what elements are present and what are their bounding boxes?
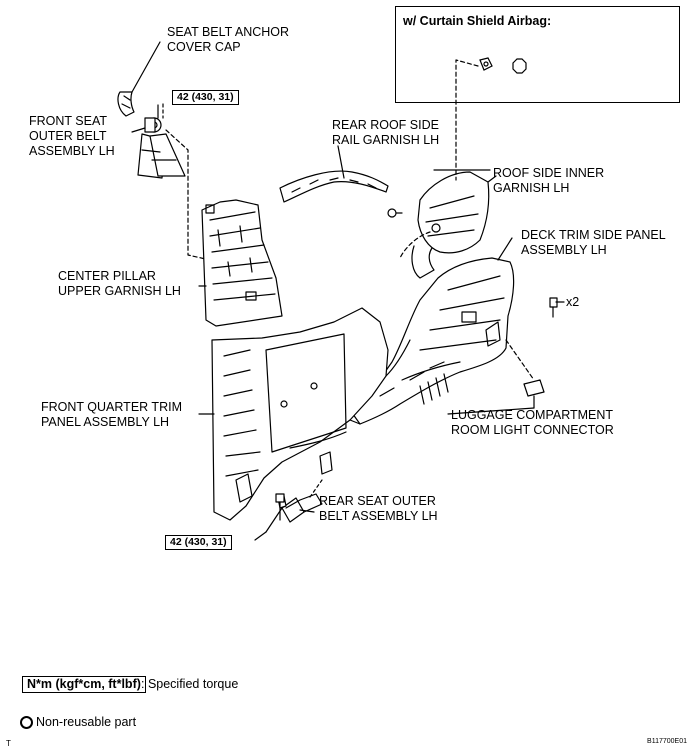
label-rear-roof-side-rail-garnish: REAR ROOF SIDE RAIL GARNISH LH — [332, 118, 440, 147]
inset-title: w/ Curtain Shield Airbag: — [403, 14, 552, 28]
bolt-part — [275, 493, 285, 521]
label-center-pillar-upper-garnish: CENTER PILLAR UPPER GARNISH LH — [58, 269, 181, 298]
label-roof-side-inner-garnish: ROOF SIDE INNER GARNISH LH — [493, 166, 605, 195]
label-seat-belt-anchor-cover-cap: SEAT BELT ANCHOR COVER CAP — [167, 25, 290, 54]
front-quarter-trim-panel-part — [211, 307, 411, 521]
clip-part — [387, 208, 403, 218]
label-front-seat-outer-belt: FRONT SEAT OUTER BELT ASSEMBLY LH — [29, 114, 115, 158]
luggage-light-connector-part — [505, 339, 545, 409]
roof-side-inner-garnish-part — [411, 171, 497, 279]
inset-frame — [395, 6, 680, 103]
rear-roof-side-rail-garnish-part — [279, 145, 389, 203]
figure-code: B117700E01 — [647, 738, 687, 745]
legend-nonreusable: Non-reusable part — [36, 715, 137, 729]
nonreusable-icon — [20, 716, 33, 729]
center-pillar-upper-garnish-part — [201, 199, 283, 327]
legend-torque-desc: : Specified torque — [141, 677, 239, 691]
label-front-quarter-trim-panel: FRONT QUARTER TRIM PANEL ASSEMBLY LH — [41, 400, 182, 429]
legend-torque-unit: N*m (kgf*cm, ft*lbf) — [22, 676, 146, 693]
rear-seat-outer-belt-part — [265, 479, 323, 533]
inset-parts — [479, 57, 527, 74]
screw-part — [549, 297, 558, 318]
label-deck-trim-side-panel: DECK TRIM SIDE PANEL ASSEMBLY LH — [521, 228, 666, 257]
front-seat-outer-belt-part — [131, 104, 186, 179]
label-luggage-light-connector: LUGGAGE COMPARTMENT ROOM LIGHT CONNECTOR — [451, 408, 614, 437]
label-quantity-x2: x2 — [566, 295, 580, 309]
torque-callout-lower: 42 (430, 31) — [165, 535, 232, 550]
torque-callout-upper: 42 (430, 31) — [172, 90, 239, 105]
seat-belt-anchor-cover-cap-part — [117, 41, 161, 117]
footer-mark: T — [6, 739, 11, 748]
label-rear-seat-outer-belt: REAR SEAT OUTER BELT ASSEMBLY LH — [319, 494, 438, 523]
deck-trim-side-panel-part — [349, 257, 515, 425]
